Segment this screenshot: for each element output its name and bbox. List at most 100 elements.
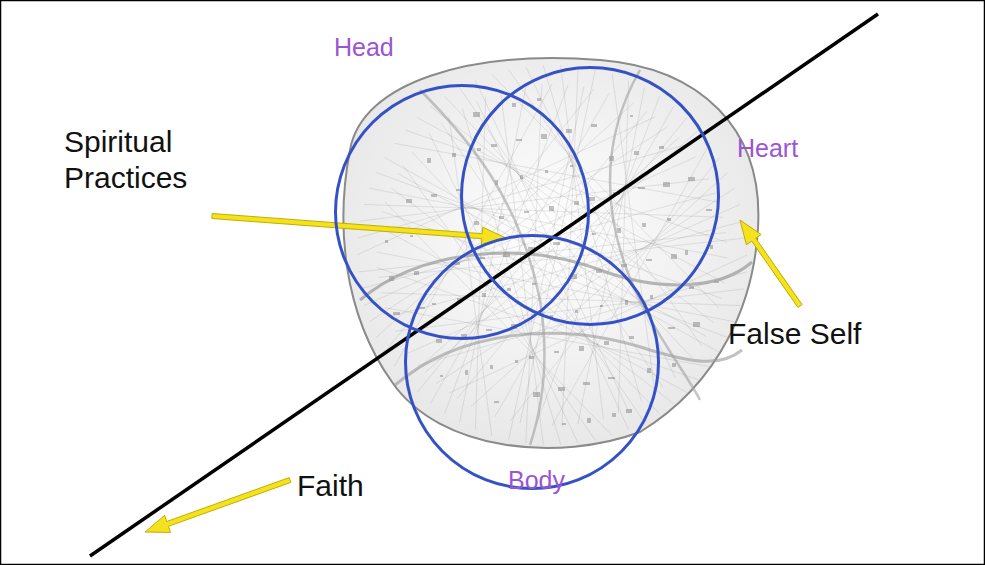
circle-ring [462,68,719,325]
texture-fleck [579,346,584,351]
pointer-arrow [145,478,291,533]
texture-fleck [659,146,664,149]
texture-fleck [629,336,634,339]
circle-ring [406,236,659,489]
texture-fleck [436,339,442,343]
texture-fleck [587,418,591,423]
texture-fleck [440,375,443,377]
texture-fleck [671,254,677,259]
circle-label: Body [508,465,565,495]
texture-fleck [612,413,616,417]
circle-outline [404,234,660,490]
texture-fleck [558,387,565,391]
texture-fleck [537,98,541,101]
texture-fleck [575,310,578,313]
texture-fleck [617,228,621,233]
texture-fleck [520,175,523,179]
texture-stroke [430,106,713,322]
texture-fleck [647,368,651,373]
texture-fleck [486,329,492,331]
texture-fleck [591,124,597,127]
texture-fleck [385,240,388,243]
texture-stroke [562,67,578,426]
texture-fleck [515,360,518,363]
texture-stroke [358,233,726,272]
texture-fleck [541,134,547,139]
texture-stroke [536,96,660,425]
texture-fleck [474,221,479,225]
texture-fleck [529,356,534,359]
circle-label: Head [334,32,394,62]
texture-fleck [625,300,628,305]
texture-stroke [405,130,727,242]
texture-fleck [646,259,652,261]
blob-band [610,70,700,400]
texture-stroke [578,88,645,424]
texture-stroke [509,87,584,440]
texture-fleck [414,271,419,275]
texture-fleck [491,144,497,147]
texture-fleck [570,165,573,167]
texture-fleck [549,206,554,211]
false-self-shape [343,58,758,448]
texture-fleck [410,235,413,237]
pointer-arrow [740,220,802,307]
texture-stroke [417,118,725,284]
callout-label: Spiritual Practices [64,124,239,196]
texture-fleck [431,194,437,197]
blob-band [360,253,752,300]
texture-stroke [526,67,675,377]
yellow-pointers [145,214,802,533]
texture-fleck [685,250,688,255]
texture-stroke [475,80,627,409]
texture-fleck [667,218,671,221]
texture-fleck [650,295,653,299]
texture-fleck [533,392,540,397]
texture-fleck [524,211,529,213]
texture-fleck [432,303,436,305]
texture-fleck [465,370,468,375]
pointer-arrow [212,214,506,246]
texture-fleck [574,201,579,205]
texture-fleck [516,139,522,141]
texture-fleck [663,182,670,187]
texture-stroke [449,117,492,436]
texture-fleck [490,365,493,369]
texture-fleck [545,170,548,173]
texture-fleck [608,377,615,379]
texture-fleck [638,187,645,189]
texture-fleck [554,351,559,353]
texture-fleck [668,327,675,329]
texture-fleck [477,148,481,151]
texture-fleck [630,115,633,117]
texture-fleck [566,129,572,133]
texture-fleck [494,401,499,403]
texture-fleck [706,209,712,211]
faith-axis [90,14,878,556]
callout-label: False Self [728,316,968,352]
texture-fleck [427,158,431,163]
texture-fleck [482,293,486,297]
texture-fleck [512,103,516,107]
texture-fleck [583,382,590,385]
venn-circle: Heart [460,66,720,326]
texture-fleck [562,423,566,425]
circle-outline [460,66,720,326]
texture-fleck [626,409,632,413]
texture-fleck [604,341,609,345]
venn-circle: Body [404,234,660,490]
texture-fleck [688,177,695,181]
texture-stroke [457,118,687,399]
texture-stroke [360,193,715,289]
texture-fleck [452,153,456,157]
texture-fleck [672,363,676,367]
texture-fleck [592,233,596,235]
texture-fleck [461,334,467,337]
blob-band [395,333,742,385]
texture-fleck [693,322,700,327]
texture-fleck [710,245,713,249]
texture-fleck [553,242,560,245]
